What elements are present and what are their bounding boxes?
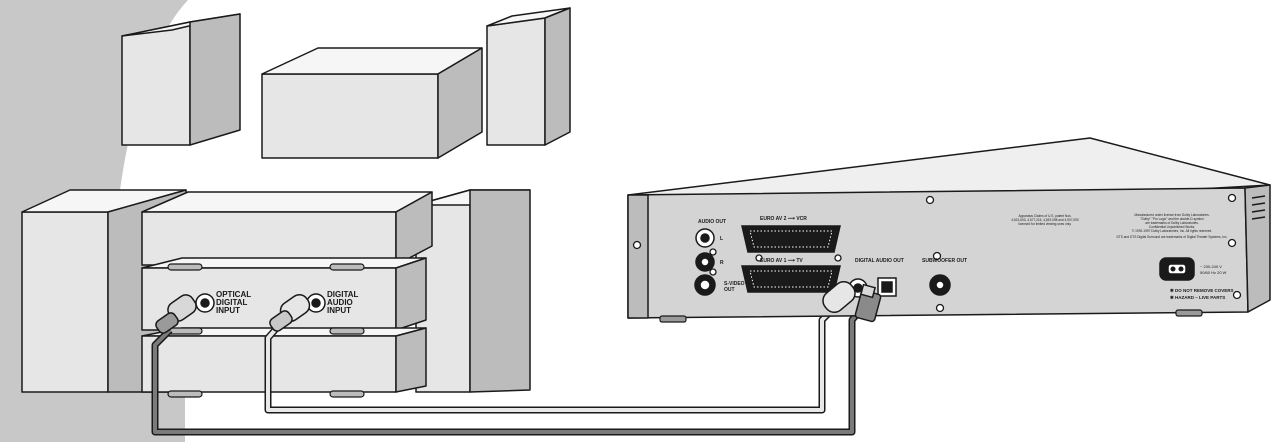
label-line: INPUT	[327, 306, 351, 315]
warning-line: ✱ DO NOT REMOVE COVERS	[1170, 288, 1234, 293]
license-line: © 1992-1997 Dolby Laboratories, Inc. All…	[1132, 229, 1212, 233]
receiver-feet	[167, 263, 365, 398]
license-line: DTS and DTS Digital Surround are tradema…	[1116, 235, 1227, 239]
euro-av1-label: EURO AV 1 ⟶ TV	[760, 258, 803, 264]
coax-plug-receiver	[269, 293, 311, 332]
warning-label: ✱ DO NOT REMOVE COVERS ✱ HAZARD – LIVE P…	[1170, 288, 1234, 300]
warning-line: ✱ HAZARD – LIVE PARTS	[1170, 295, 1225, 300]
side-vents	[1251, 195, 1266, 220]
audio-r-label: R	[720, 260, 724, 266]
speaker-front-right	[486, 7, 571, 146]
label-line: OPTICAL	[216, 290, 251, 299]
audio-out-label: AUDIO OUT	[698, 219, 726, 225]
patent-line: 4,631,603, 4,577,216, 4,819,098 and 4,90…	[1011, 218, 1079, 222]
s-video-label-2: OUT	[724, 287, 735, 293]
optical-cable-core	[153, 300, 870, 434]
speaker-center	[261, 47, 483, 159]
audio-out-group: AUDIO OUT L R S-VIDEO OUT	[698, 219, 745, 293]
optical-digital-input-label: OPTICAL DIGITAL INPUT	[216, 290, 251, 315]
power-line: 50/60 Hz 20 W	[1200, 270, 1227, 275]
power-socket-icon[interactable]	[1159, 257, 1195, 281]
euro-av2-label: EURO AV 2 ⟶ VCR	[760, 216, 807, 222]
coax-plug-player	[822, 280, 856, 314]
optical-plug-receiver	[155, 294, 197, 334]
player-feet	[659, 309, 1203, 323]
margin-band	[0, 0, 188, 442]
speaker-front-left	[121, 13, 241, 146]
label-line: AUDIO	[327, 298, 353, 307]
license-line: Confidential Unpublished Works.	[1149, 225, 1195, 229]
subwoofer-out-label: SUBWOOFER OUT	[922, 258, 967, 264]
screw-icon	[632, 193, 1242, 313]
scart-labels: EURO AV 2 ⟶ VCR EURO AV 1 ⟶ TV	[760, 216, 807, 264]
optical-jack-icon[interactable]	[195, 293, 215, 313]
patent-line: Apparatus Claims of U.S. patent Nos.	[1019, 214, 1072, 218]
label-line: DIGITAL	[327, 290, 359, 299]
label-line: DIGITAL	[216, 298, 248, 307]
optical-jack-icon[interactable]	[877, 277, 897, 297]
s-video-jack-icon[interactable]	[694, 274, 716, 296]
coax-jack-icon[interactable]	[695, 228, 715, 248]
license-line: Manufactured under license from Dolby La…	[1134, 213, 1209, 217]
license-line: "Dolby" "Pro Logic" and the double-D sym…	[1140, 217, 1204, 221]
label-line: INPUT	[216, 306, 240, 315]
receiver-stack	[141, 191, 433, 393]
s-video-label-1: S-VIDEO	[724, 281, 745, 287]
coax-jack-icon[interactable]	[695, 252, 715, 272]
power-label: ~ 230-240 V 50/60 Hz 20 W	[1200, 264, 1227, 275]
digital-audio-out-label: DIGITAL AUDIO OUT	[855, 258, 904, 264]
patent-text: Apparatus Claims of U.S. patent Nos. 4,6…	[1011, 214, 1079, 226]
subwoofer	[415, 189, 531, 393]
patent-line: licensed for limited viewing uses only.	[1019, 222, 1072, 226]
coax-jack-icon[interactable]	[929, 274, 951, 296]
coax-cable-core	[266, 304, 838, 412]
license-text: Manufactured under license from Dolby La…	[1116, 213, 1227, 239]
audio-l-label: L	[720, 236, 723, 242]
scart-connector-icon[interactable]	[741, 225, 841, 253]
optical-plug-player	[854, 283, 882, 323]
scart-connector-icon[interactable]	[741, 265, 841, 293]
license-line: are trademarks of Dolby Laboratories.	[1145, 221, 1199, 225]
digital-audio-input-label: DIGITAL AUDIO INPUT	[327, 290, 359, 315]
power-line: ~ 230-240 V	[1200, 264, 1222, 269]
